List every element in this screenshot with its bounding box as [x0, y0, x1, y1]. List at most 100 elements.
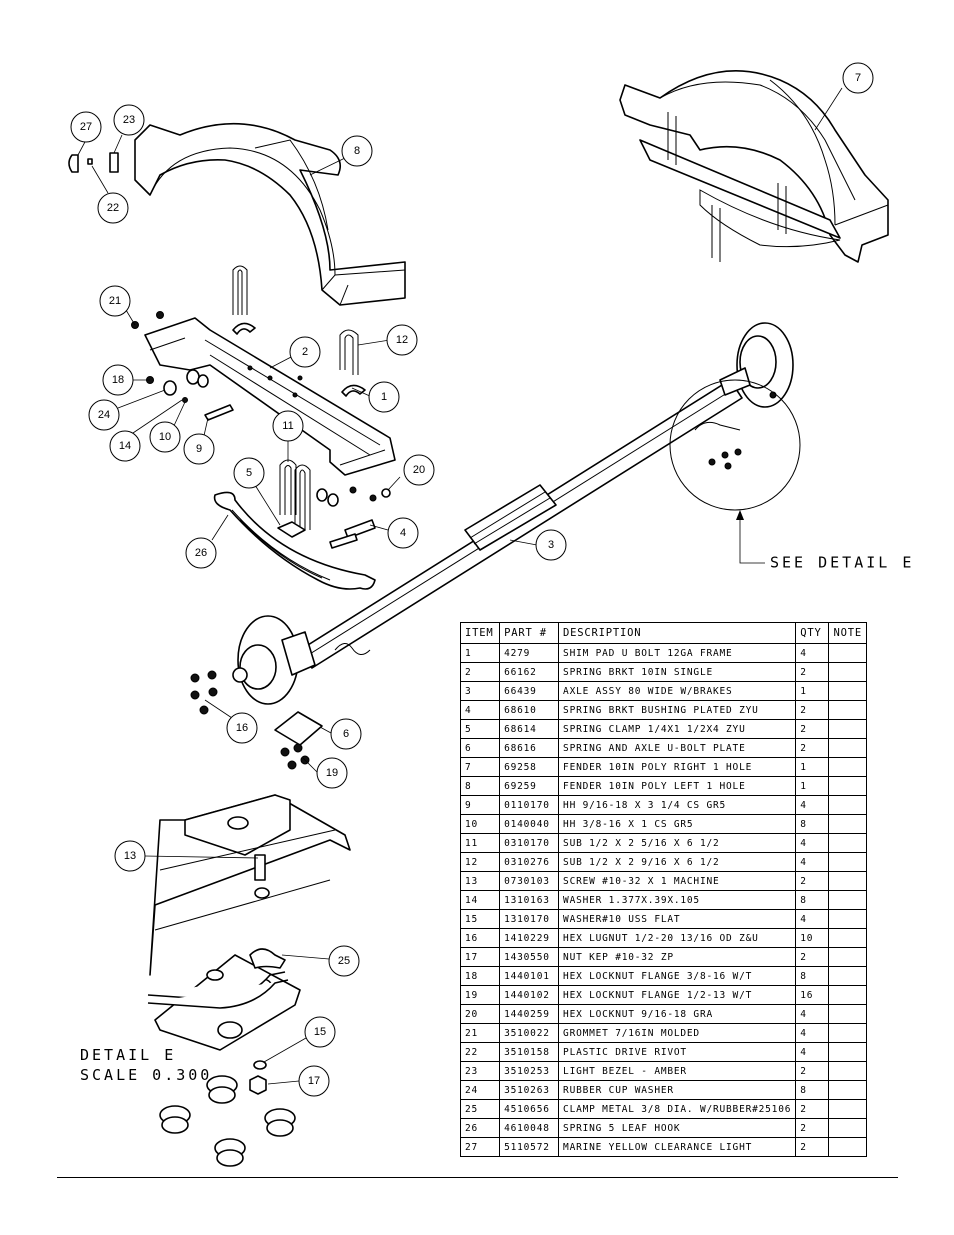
cell-item: 9 [459, 795, 501, 815]
cell-item: 18 [459, 966, 501, 986]
callout-16: 16 [226, 712, 258, 744]
callout-9: 9 [183, 433, 215, 465]
cell-part-number: 1440259 [499, 1004, 560, 1024]
cell-item: 1 [459, 643, 501, 663]
cell-note [828, 719, 867, 739]
axle-assembly [232, 322, 794, 705]
cell-item: 22 [459, 1042, 501, 1062]
cell-description: MARINE YELLOW CLEARANCE LIGHT [558, 1137, 797, 1157]
cell-part-number: 3510263 [499, 1080, 560, 1100]
cell-description: SPRING BRKT BUSHING PLATED ZYU [558, 700, 797, 720]
cell-qty: 2 [795, 662, 830, 682]
cell-item: 2 [459, 662, 501, 682]
cell-qty: 1 [795, 681, 830, 701]
callout-15: 15 [304, 1016, 336, 1048]
cell-description: HEX LOCKNUT FLANGE 3/8-16 W/T [558, 966, 797, 986]
callout-25: 25 [328, 945, 360, 977]
cell-qty: 2 [795, 871, 830, 891]
svg-text:14: 14 [119, 440, 131, 452]
svg-text:27: 27 [80, 121, 92, 133]
cell-item: 13 [459, 871, 501, 891]
svg-text:21: 21 [109, 295, 121, 307]
cell-note [828, 871, 867, 891]
cell-part-number: 0310170 [499, 833, 560, 853]
cell-note [828, 814, 867, 834]
svg-text:22: 22 [107, 202, 119, 214]
cell-item: 21 [459, 1023, 501, 1043]
fasteners-upper [131, 311, 391, 549]
cell-item: 26 [459, 1118, 501, 1138]
cell-note [828, 738, 867, 758]
cell-part-number: 3510253 [499, 1061, 560, 1081]
callout-13: 13 [114, 840, 146, 872]
cell-qty: 2 [795, 1061, 830, 1081]
callout-22: 22 [97, 192, 129, 224]
cell-part-number: 1440102 [499, 985, 560, 1005]
cell-description: PLASTIC DRIVE RIVOT [558, 1042, 797, 1062]
svg-text:12: 12 [396, 334, 408, 346]
callout-23: 23 [113, 104, 145, 136]
cell-item: 11 [459, 833, 501, 853]
svg-text:19: 19 [326, 767, 338, 779]
cell-part-number: 1310163 [499, 890, 560, 910]
cell-item: 20 [459, 1004, 501, 1024]
cell-item: 19 [459, 985, 501, 1005]
cell-item: 12 [459, 852, 501, 872]
cell-note [828, 795, 867, 815]
cell-qty: 4 [795, 852, 830, 872]
detail-circle-contents [694, 421, 742, 470]
cell-qty: 2 [795, 700, 830, 720]
detail-e-view [147, 794, 351, 1095]
svg-text:16: 16 [236, 722, 248, 734]
svg-text:1: 1 [381, 391, 387, 403]
cell-item: 25 [459, 1099, 501, 1119]
cell-description: FENDER 10IN POLY RIGHT 1 HOLE [558, 757, 797, 777]
callout-11: 11 [272, 410, 304, 442]
cell-qty: 4 [795, 643, 830, 663]
cell-description: HEX LOCKNUT FLANGE 1/2-13 W/T [558, 985, 797, 1005]
cell-part-number: 1310170 [499, 909, 560, 929]
cell-note [828, 1042, 867, 1062]
cell-qty: 8 [795, 1080, 830, 1100]
detail-e-title: DETAIL E [80, 1046, 176, 1064]
cell-item: 23 [459, 1061, 501, 1081]
cell-note [828, 1080, 867, 1100]
cell-note [828, 700, 867, 720]
cell-description: NUT KEP #10-32 ZP [558, 947, 797, 967]
cell-item: 4 [459, 700, 501, 720]
cell-note [828, 1137, 867, 1157]
cell-qty: 4 [795, 909, 830, 929]
svg-text:25: 25 [338, 955, 350, 967]
cell-description: HH 3/8-16 X 1 CS GR5 [558, 814, 797, 834]
header-note: NOTE [828, 622, 867, 644]
cell-description: WASHER 1.377X.39X.105 [558, 890, 797, 910]
cell-description: SPRING BRKT 10IN SINGLE [558, 662, 797, 682]
svg-text:18: 18 [112, 374, 124, 386]
cell-part-number: 4610048 [499, 1118, 560, 1138]
cell-note [828, 1118, 867, 1138]
cell-item: 16 [459, 928, 501, 948]
cell-part-number: 5110572 [499, 1137, 560, 1157]
cell-note [828, 1099, 867, 1119]
cell-note [828, 681, 867, 701]
cell-note [828, 776, 867, 796]
callout-5: 5 [233, 457, 265, 489]
cell-qty: 2 [795, 1118, 830, 1138]
cell-part-number: 66439 [499, 681, 560, 701]
cell-qty: 1 [795, 776, 830, 796]
svg-text:2: 2 [302, 346, 308, 358]
cell-qty: 2 [795, 1137, 830, 1157]
svg-text:20: 20 [413, 464, 425, 476]
callout-27: 27 [70, 111, 102, 143]
svg-text:23: 23 [123, 114, 135, 126]
lug-nuts [190, 670, 218, 715]
